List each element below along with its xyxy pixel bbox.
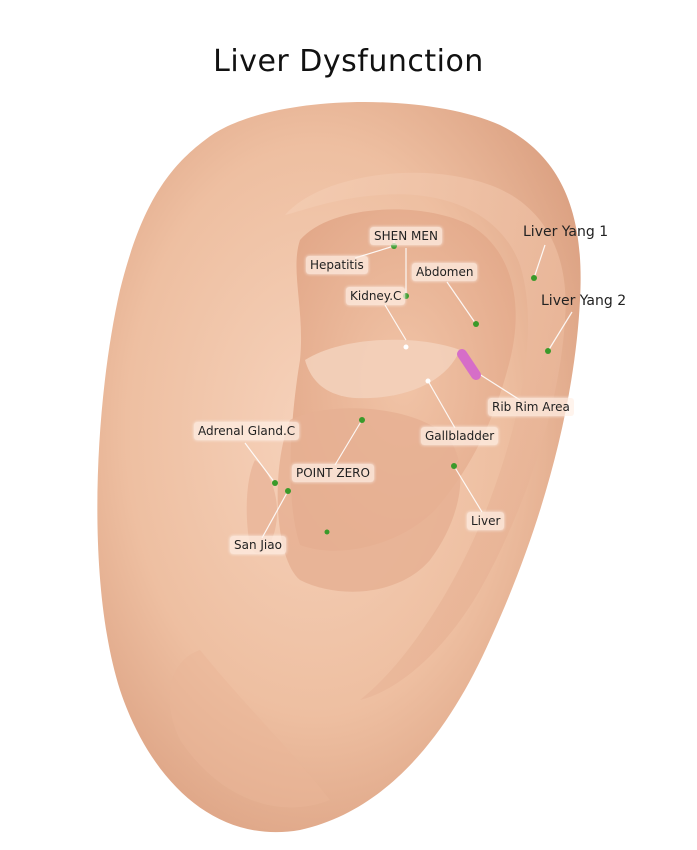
line-kidney-c	[384, 304, 407, 341]
line-liver-yang-2	[547, 311, 573, 352]
acupoints	[272, 243, 551, 535]
label-hepatitis: Hepatitis	[306, 256, 368, 274]
label-liver-yang-2: Liver Yang 2	[541, 293, 627, 309]
antihelix	[305, 339, 460, 399]
tragus	[246, 460, 278, 554]
point-san-jiao	[285, 488, 291, 494]
white-points	[403, 344, 431, 384]
lower-concha	[277, 408, 461, 592]
lobule	[169, 650, 330, 808]
point-point-zero	[359, 417, 365, 423]
page-title: Liver Dysfunction	[213, 44, 484, 79]
label-kidney-c: Kidney.C	[346, 287, 406, 305]
label-shen-men: SHEN MEN	[370, 227, 442, 245]
helix-rim	[285, 172, 566, 700]
point-adrenal-gland-c	[272, 480, 278, 486]
point-liver-yang-1	[531, 275, 537, 281]
point-abdomen	[473, 321, 479, 327]
line-gallbladder	[427, 380, 456, 429]
label-liver-yang-1: Liver Yang 1	[523, 224, 609, 240]
line-rib-rim	[475, 371, 521, 401]
point-lower	[324, 529, 330, 535]
point-liver	[451, 463, 457, 469]
label-point-zero: POINT ZERO	[292, 464, 374, 482]
rib-rim-marker	[457, 349, 481, 380]
label-san-jiao: San Jiao	[230, 536, 286, 554]
line-point-zero	[334, 419, 363, 466]
line-liver-yang-1	[533, 244, 546, 279]
label-gallbladder: Gallbladder	[421, 427, 499, 445]
line-abdomen	[446, 281, 477, 325]
point-liver-yang-2	[545, 348, 551, 354]
point-white-gallbladder	[425, 378, 431, 384]
line-san-jiao	[261, 490, 289, 539]
point-white-kidney	[403, 344, 409, 350]
label-adrenal-gland-c: Adrenal Gland.C	[194, 422, 300, 440]
label-abdomen: Abdomen	[412, 263, 478, 281]
line-liver	[453, 465, 483, 513]
line-adrenal	[244, 442, 276, 484]
label-rib-rim-area: Rib Rim Area	[488, 398, 574, 416]
label-liver: Liver	[467, 512, 505, 530]
